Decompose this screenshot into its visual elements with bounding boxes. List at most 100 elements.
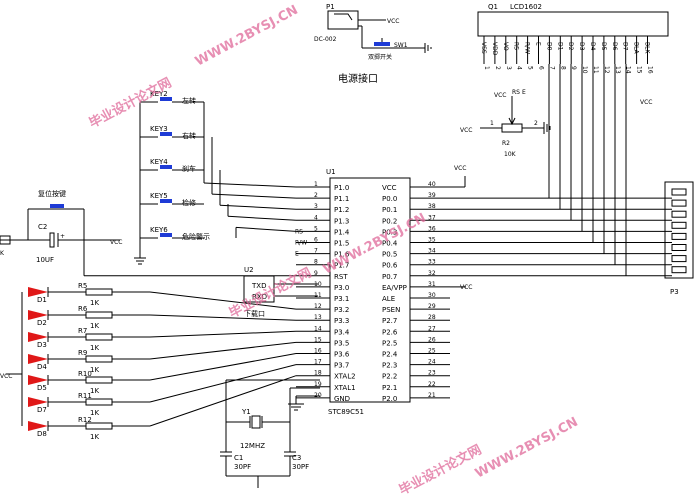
- mcu-pin-name: GND: [334, 395, 350, 403]
- led-bus: [149, 353, 297, 381]
- mcu-pin-number: 33: [428, 259, 436, 266]
- mcu-pin-number: 29: [428, 303, 436, 310]
- mcu-pin-name: P3.4: [334, 328, 350, 336]
- p3-pin: [671, 199, 687, 207]
- r2-pin2: 2: [534, 120, 538, 127]
- lcd-pin-name: D6: [611, 42, 618, 51]
- lcd-pin-name: D0: [545, 42, 552, 51]
- mcu-pin-name: EA/VPP: [382, 284, 407, 292]
- key-label: 左转: [182, 96, 196, 105]
- mcu-net-label: E: [295, 251, 299, 258]
- mcu-pin-number: 38: [428, 203, 436, 210]
- p3-ref: P3: [670, 288, 679, 296]
- mcu-pin-number: 35: [428, 237, 436, 244]
- lcd-pin-number: 16: [647, 66, 654, 74]
- key-ref: KEY6: [150, 226, 168, 234]
- p3-pin: [671, 266, 687, 274]
- lcd-pin-number: 2: [494, 66, 501, 70]
- led-bus: [149, 330, 297, 338]
- resistor-ref: R7: [78, 327, 87, 335]
- mcu-pin-number: 8: [314, 259, 318, 266]
- mcu-pin-number: 28: [428, 314, 436, 321]
- mcu-pin-name: P2.3: [382, 362, 397, 370]
- reset-circuit: 复位按键 C2 + VCC 10UF K: [0, 189, 122, 264]
- lcd-pin-name: BLK: [644, 42, 651, 54]
- c1-ref: C1: [234, 454, 243, 462]
- reset-vcc: VCC: [110, 239, 122, 246]
- mcu-pin-number: 4: [314, 214, 318, 221]
- c3-ref: C3: [292, 454, 301, 462]
- mcu-pin-name: P1.0: [334, 184, 349, 192]
- lcd-ref: Q1: [488, 3, 498, 11]
- mcu-net-label: RS: [295, 228, 303, 235]
- lcd-pin-name: BLA: [633, 42, 640, 55]
- power-switch-sw1: SW1 双掷开关 电源接口: [338, 38, 432, 85]
- power-jack-p1: P1 VCC DC-002: [314, 3, 399, 48]
- key-button: [160, 165, 172, 169]
- mcu-pin-number: 19: [314, 381, 322, 388]
- potentiometer-r2: VCC 1 2 R2 10K: [460, 96, 551, 158]
- p3-pin: [671, 221, 687, 229]
- mcu-pin-name: ALE: [382, 295, 395, 303]
- led-symbol: [28, 310, 48, 320]
- c2-ref: C2: [38, 223, 47, 231]
- led-ref: D2: [37, 319, 47, 327]
- mcu-pin-name: P2.0: [382, 395, 397, 403]
- c1-value: 30PF: [234, 463, 251, 471]
- lcd-pin-number: 6: [538, 66, 545, 70]
- led-bus: [149, 314, 297, 321]
- mcu-pin-number: 30: [428, 292, 436, 299]
- led-bus: [149, 341, 297, 360]
- led-symbol: [28, 332, 48, 342]
- key-button: [160, 132, 172, 136]
- led-ref: D1: [37, 296, 47, 304]
- key-button: [160, 199, 172, 203]
- mcu-pin-number: 7: [314, 248, 318, 255]
- lcd-bl-vcc: VCC: [640, 99, 652, 106]
- lcd-pin-number: 10: [581, 66, 588, 74]
- u2-ref: U2: [244, 266, 254, 274]
- p1-vcc: VCC: [387, 18, 399, 25]
- mcu-pin-number: 25: [428, 348, 436, 355]
- u2-rxd: RXD: [252, 293, 267, 301]
- u2-label: 下载口: [244, 309, 265, 318]
- mcu-pin-number: 31: [428, 281, 436, 288]
- p1-ref: P1: [326, 3, 335, 11]
- mcu-pin-name: P0.3: [382, 228, 397, 236]
- resistor-value: 1K: [90, 344, 99, 352]
- mcu-pin-name: P3.2: [334, 306, 349, 314]
- mcu-net-label: R/W: [295, 240, 307, 247]
- p3-pin: [671, 188, 687, 196]
- mcu-pin-name: P1.1: [334, 195, 349, 203]
- lcd-pin-number: 13: [614, 66, 621, 74]
- lcd-pin-name: D2: [567, 42, 574, 51]
- mcu-pin-number: 13: [314, 314, 322, 321]
- lcd-part: LCD1602: [510, 3, 542, 11]
- p3-pin: [671, 244, 687, 251]
- lcd-pin-name: D1: [556, 42, 563, 51]
- r2-vcc: VCC: [460, 127, 472, 134]
- lcd-pin-group: VSS1VDD2VO3RS4R/W5E6D07D18D29D310D411D51…: [480, 36, 654, 74]
- mcu-pin-number: 39: [428, 192, 436, 199]
- mcu-pin-name: VCC: [382, 184, 397, 192]
- led-ref: D7: [37, 406, 47, 414]
- led-symbol: [28, 287, 48, 297]
- mcu-pin-number: 40: [428, 181, 436, 188]
- key-label: 右转: [182, 131, 196, 140]
- mcu-vcc-top: VCC: [454, 165, 466, 172]
- lcd-pin-name: R/W: [524, 42, 531, 54]
- r2-ref: R2: [502, 140, 510, 147]
- key-label: 检修: [182, 198, 196, 207]
- watermark-4: 毕业设计论文网: [226, 265, 314, 322]
- led-symbol: [28, 375, 48, 385]
- p3-pin-group: [671, 188, 687, 274]
- led-ref: D3: [37, 341, 47, 349]
- mcu-pin-number: 23: [428, 370, 436, 377]
- resistor-value: 1K: [90, 299, 99, 307]
- power-title: 电源接口: [338, 72, 378, 85]
- mcu-pin-name: P2.2: [382, 373, 397, 381]
- lcd-pin-name: VSS: [480, 42, 487, 54]
- lcd-pin-number: 7: [548, 66, 555, 70]
